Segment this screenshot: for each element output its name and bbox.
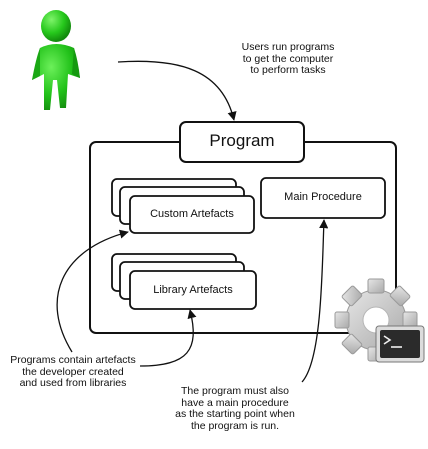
custom-artefacts-arrow [56, 229, 129, 353]
main-note-line: as the starting point when [175, 408, 295, 420]
user-figure-icon [32, 10, 80, 110]
library-artefacts-arrow [139, 309, 197, 367]
users-note: Users run programs to get the computer t… [222, 41, 354, 77]
artefacts-note: Programs contain artefacts the developer… [2, 354, 144, 390]
users-note-line: to get the computer [242, 52, 334, 65]
library-artefacts-stack [111, 253, 257, 310]
main-note-line: have a main procedure [181, 396, 289, 409]
program-title: Program [209, 131, 275, 150]
library-artefacts-box [129, 270, 257, 310]
users-note-line: Users run programs [241, 41, 335, 53]
gear-terminal-icon [334, 278, 425, 363]
artefacts-note-line: and used from libraries [19, 377, 127, 389]
artefacts-note-line: the developer created [22, 365, 124, 378]
main-note-line: the program is run. [190, 419, 280, 432]
custom-artefacts-stack [111, 178, 255, 234]
program-title-box [179, 121, 305, 163]
main-procedure-note: The program must also have a main proced… [160, 385, 310, 432]
main-procedure-arrow [301, 219, 329, 383]
main-procedure-label: Main Procedure [284, 191, 362, 203]
main-procedure-box [260, 177, 386, 219]
custom-artefacts-label: Custom Artefacts [150, 208, 234, 220]
users-note-line: to perform tasks [250, 64, 326, 76]
library-artefacts-label: Library Artefacts [153, 284, 233, 296]
artefacts-note-line: Programs contain artefacts [10, 354, 136, 366]
main-note-line: The program must also [181, 385, 289, 397]
users-arrow [117, 60, 237, 121]
custom-artefacts-box [129, 195, 255, 234]
